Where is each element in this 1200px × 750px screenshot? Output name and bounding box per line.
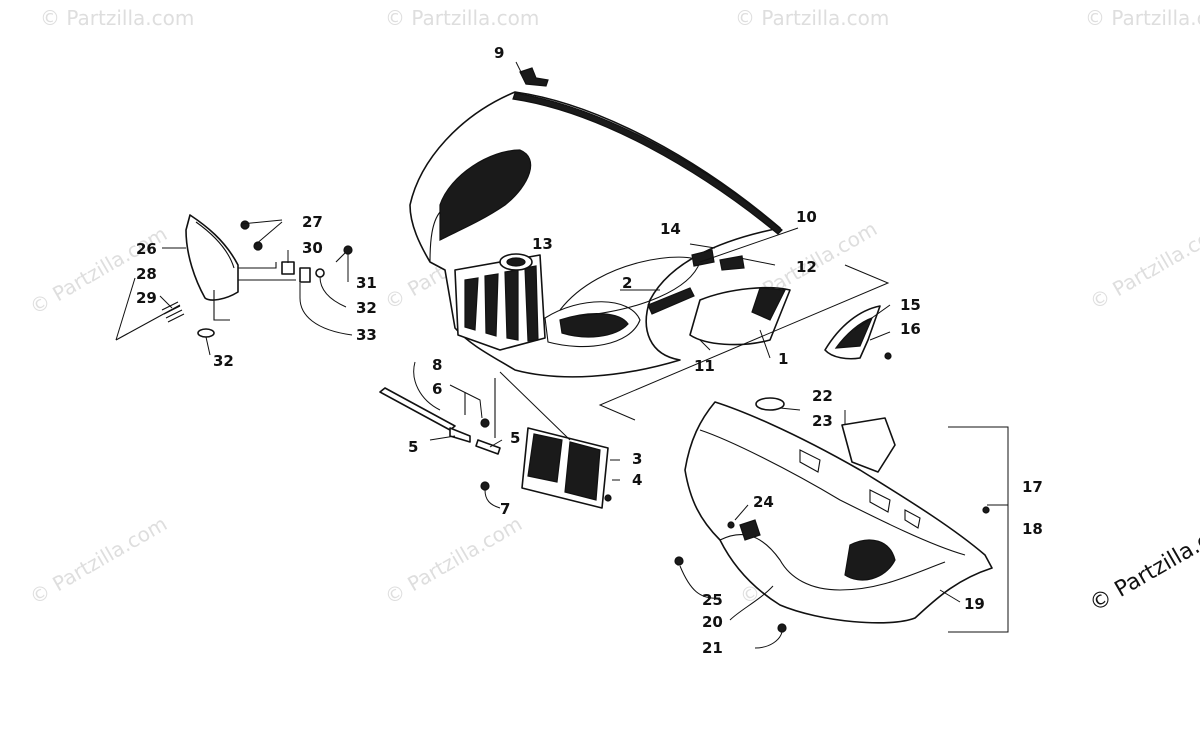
callout-4: 4 <box>632 471 642 489</box>
callout-12: 12 <box>796 258 817 276</box>
callout-21: 21 <box>702 639 723 657</box>
callout-32: 32 <box>213 352 234 370</box>
callout-33: 33 <box>356 326 377 344</box>
callout-6: 6 <box>432 380 442 398</box>
callout-7: 7 <box>500 500 510 518</box>
part-19-tray[interactable] <box>674 397 993 633</box>
callout-15: 15 <box>900 296 921 314</box>
watermark: © Partzilla.com <box>735 6 889 30</box>
part-3-grille[interactable] <box>499 371 612 509</box>
watermark: © Partzilla.com <box>381 511 527 609</box>
callout-3: 3 <box>632 450 642 468</box>
callout-11: 11 <box>694 357 715 375</box>
part-8-rod[interactable] <box>379 378 501 491</box>
callout-5: 5 <box>510 429 520 447</box>
callout-23: 23 <box>812 412 833 430</box>
part-26-headlight[interactable] <box>115 214 353 341</box>
copyright-notice: © Partzilla.com <box>1086 511 1200 618</box>
part-15-handle[interactable] <box>824 305 892 360</box>
callout-25: 25 <box>702 591 723 609</box>
callout-5: 5 <box>408 438 418 456</box>
callout-29: 29 <box>136 289 157 307</box>
callout-20: 20 <box>702 613 723 631</box>
watermark: © Partzilla.com <box>26 511 172 609</box>
callout-18: 18 <box>1022 520 1043 538</box>
watermark: © Partzilla.com <box>1085 6 1200 30</box>
callout-32: 32 <box>356 299 377 317</box>
callout-26: 26 <box>136 240 157 258</box>
callout-1: 1 <box>778 350 788 368</box>
watermark: © Partzilla.com <box>40 6 194 30</box>
hood-assembly[interactable] <box>409 91 791 378</box>
leader-lines <box>115 219 1009 649</box>
callout-14: 14 <box>660 220 681 238</box>
callout-22: 22 <box>812 387 833 405</box>
watermark: © Partzilla.com <box>385 6 539 30</box>
watermark: © Partzilla.com <box>1086 216 1200 314</box>
callout-27: 27 <box>302 213 323 231</box>
callout-17: 17 <box>1022 478 1043 496</box>
callout-30: 30 <box>302 239 323 257</box>
callout-24: 24 <box>753 493 774 511</box>
callout-16: 16 <box>900 320 921 338</box>
callout-labels: 9 10 13 14 12 2 11 1 15 16 27 26 30 28 3… <box>136 44 1043 657</box>
part-9-clip[interactable] <box>515 61 549 87</box>
callout-9: 9 <box>494 44 504 62</box>
callout-8: 8 <box>432 356 442 374</box>
callout-28: 28 <box>136 265 157 283</box>
callout-10: 10 <box>796 208 817 226</box>
callout-2: 2 <box>622 274 632 292</box>
callout-19: 19 <box>964 595 985 613</box>
callout-31: 31 <box>356 274 377 292</box>
callout-13: 13 <box>532 235 553 253</box>
